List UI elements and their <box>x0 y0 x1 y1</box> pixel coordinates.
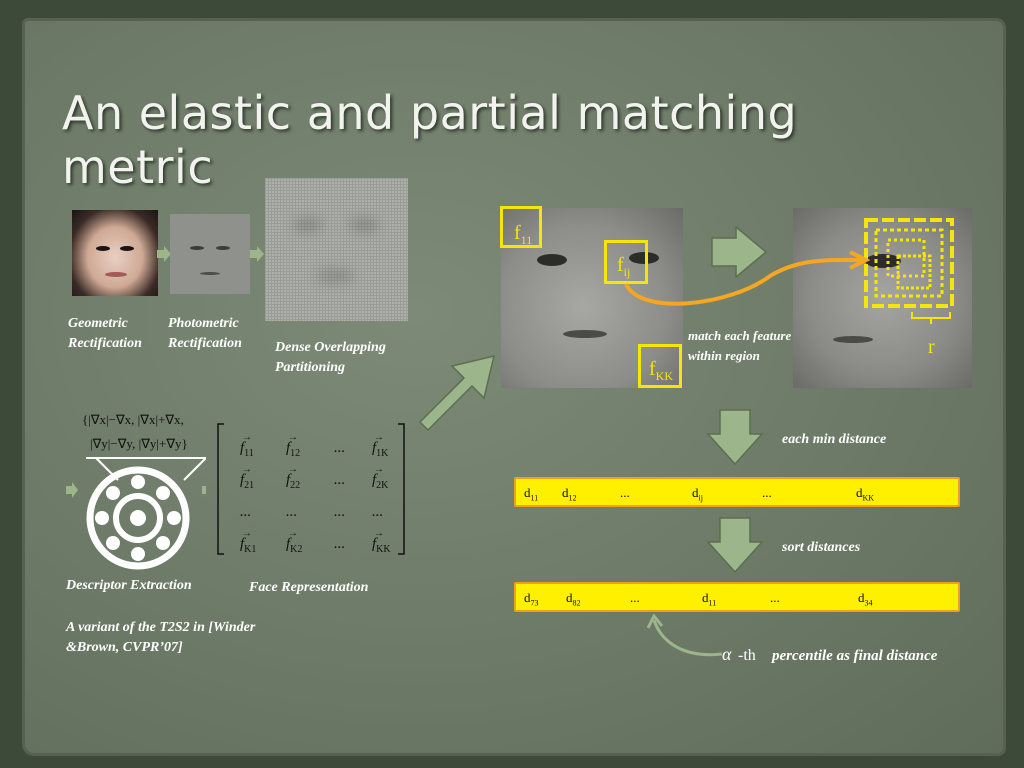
dense-partition-image <box>265 178 408 321</box>
descriptor-formula-line2: |∇y|−∇y, |∇y|+∇y} <box>90 436 188 451</box>
small-arrow-icon <box>157 246 171 262</box>
distance-entry: d82 <box>566 590 581 608</box>
down-arrow-icon <box>706 517 764 574</box>
matrix-cell: ... <box>334 440 345 456</box>
dense-caption: Dense Overlapping Partitioning <box>275 340 386 375</box>
feature-box-fij <box>604 240 648 284</box>
matrix-cell: ... <box>372 504 383 520</box>
feature-box-fkk <box>638 344 682 388</box>
vector-arrow: → <box>374 528 384 539</box>
distance-bar-unsorted: d11 d12... dij... dKK <box>514 477 960 507</box>
distance-entry: ... <box>770 590 780 605</box>
gallery-face-image <box>793 208 972 388</box>
distance-entry: d11 <box>702 590 717 608</box>
descriptor-formula-line1: {|∇x|−∇x, |∇x|+∇x, <box>82 412 184 427</box>
search-region-icon <box>864 218 954 324</box>
matching-curve-arrow <box>624 250 870 306</box>
sort-caption: sort distances <box>782 540 861 555</box>
distance-entry: d12 <box>562 485 577 503</box>
distance-entry: dij <box>692 485 703 503</box>
face-representation-matrix: →f11→f12...→f1K→f21→f22...→f2K..........… <box>217 423 405 555</box>
vector-arrow: → <box>374 432 384 443</box>
vector-arrow: → <box>288 464 298 475</box>
distance-bar-sorted: d73 d82... d11... d34 <box>514 582 960 612</box>
distance-entry: ... <box>630 590 640 605</box>
right-arrow-icon <box>711 226 768 278</box>
variant-note: A variant of the T2S2 in [Winder &Brown,… <box>66 620 256 655</box>
photometric-face-image <box>170 214 250 294</box>
distance-entry: d34 <box>858 590 873 608</box>
vector-arrow: → <box>288 528 298 539</box>
face-representation-caption: Face Representation <box>249 580 369 595</box>
match-caption: match each feature within region <box>688 328 792 363</box>
matrix-cell: ... <box>334 472 345 488</box>
distance-entry: d11 <box>524 485 539 503</box>
alpha-symbol: α <box>722 644 732 664</box>
feature-label-fij: fij <box>617 254 631 279</box>
distance-entry: ... <box>620 485 630 500</box>
down-arrow-icon <box>706 409 764 466</box>
distance-entry: d73 <box>524 590 539 608</box>
feature-label-f11: f11 <box>514 222 533 247</box>
percentile-pointer-arrow <box>646 614 723 657</box>
feature-box-f11 <box>500 206 542 248</box>
geometric-caption: Geometric Rectification <box>68 316 142 351</box>
vector-arrow: → <box>242 528 252 539</box>
matrix-cell: ... <box>240 504 251 520</box>
original-face-image <box>72 210 158 296</box>
descriptor-circle-icon <box>66 457 206 570</box>
matrix-cell: ... <box>334 504 345 520</box>
slide-title: An elastic and partial matching metric <box>62 86 798 194</box>
distance-entry: dKK <box>856 485 875 503</box>
query-face-image <box>501 208 683 388</box>
distance-entry: ... <box>762 485 772 500</box>
vector-arrow: → <box>374 464 384 475</box>
vector-arrow: → <box>242 432 252 443</box>
diagonal-arrow-icon <box>418 354 496 432</box>
matrix-cell: ... <box>334 536 345 552</box>
min-distance-caption: each min distance <box>782 432 887 447</box>
photometric-caption: Photometric Rectification <box>168 316 242 351</box>
descriptor-caption: Descriptor Extraction <box>66 578 192 593</box>
percentile-caption: percentile as final distance <box>772 648 938 664</box>
percentile-th: -th <box>738 647 756 664</box>
radius-label: r <box>928 336 935 358</box>
matrix-cell: ... <box>286 504 297 520</box>
small-arrow-icon <box>250 246 264 262</box>
vector-arrow: → <box>242 464 252 475</box>
feature-label-fkk: fKK <box>649 358 674 383</box>
vector-arrow: → <box>288 432 298 443</box>
